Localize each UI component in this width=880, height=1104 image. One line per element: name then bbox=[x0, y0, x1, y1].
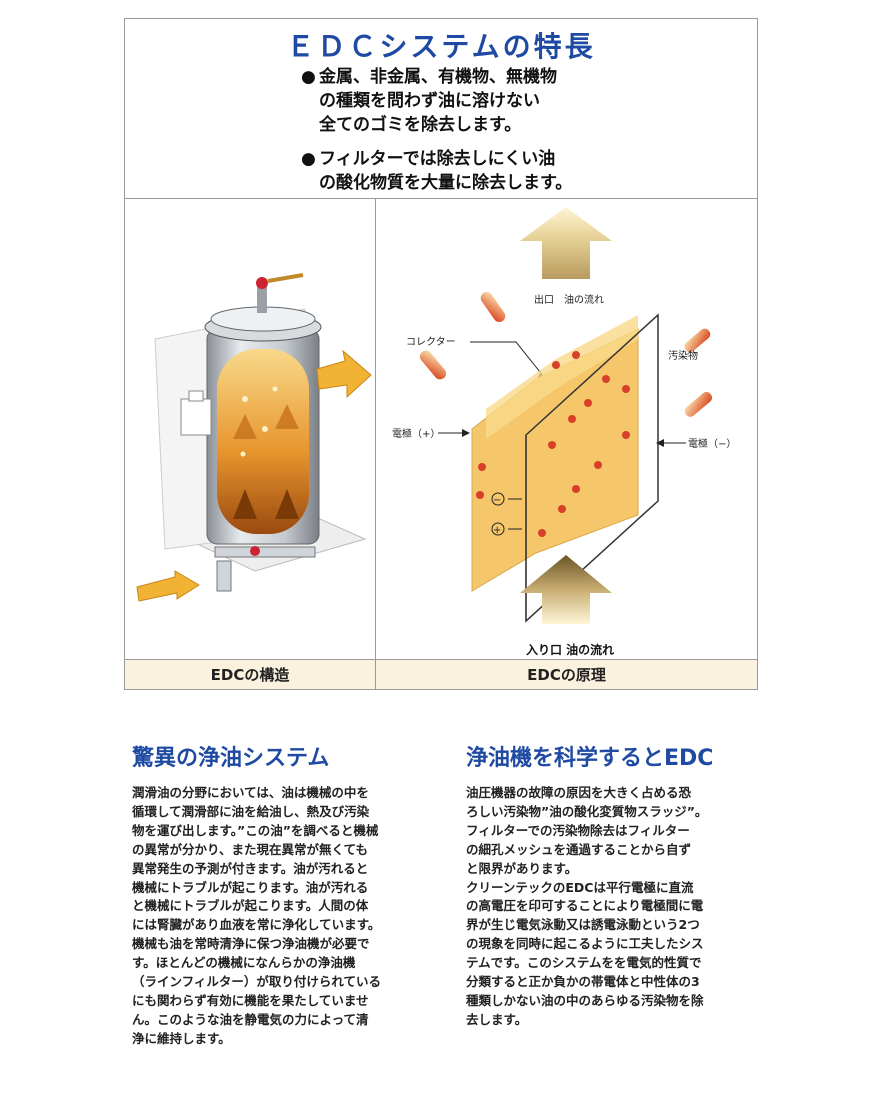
structure-panel bbox=[125, 199, 376, 659]
collector-plates bbox=[471, 315, 639, 592]
feature-bullet: ● 金属、非金属、有機物、無機物 の種類を問わず油に溶けない 全てのゴミを除去し… bbox=[301, 65, 557, 137]
caption-principle: EDCの原理 bbox=[527, 666, 606, 684]
electrode-minus-label: 電極（−） bbox=[688, 437, 736, 450]
particles bbox=[240, 386, 278, 457]
positive-charge: + bbox=[491, 522, 522, 536]
svg-text:−: − bbox=[493, 495, 501, 506]
feature-bullet: ● フィルターでは除去しにくい油 の酸化物質を大量に除去します。 bbox=[301, 147, 572, 195]
valve-icon bbox=[256, 277, 268, 289]
caption-structure: EDCの構造 bbox=[125, 660, 376, 690]
collector-label: コレクター bbox=[406, 336, 456, 348]
contaminant-streak bbox=[684, 328, 711, 353]
section-body: 潤滑油の分野においては、油は機械の中を 循環して潤滑部に油を給油し、熱及び汚染 … bbox=[132, 785, 382, 1046]
bullet-mark: ● bbox=[301, 67, 316, 87]
section-title: 驚異の浄油システム bbox=[132, 746, 330, 771]
feature-bullet-text: 金属、非金属、有機物、無機物 の種類を問わず油に溶けない 全てのゴミを除去します… bbox=[319, 67, 557, 135]
negative-charge: − bbox=[491, 492, 522, 506]
section-title: 浄油機を科学するとEDC bbox=[466, 746, 714, 771]
contaminant-label: 汚染物 bbox=[668, 349, 698, 362]
feature-box: ＥＤＣシステムの特長 ● 金属、非金属、有機物、無機物 の種類を問わず油に溶けな… bbox=[124, 18, 758, 690]
inlet-label: 入り口 油の流れ bbox=[526, 642, 614, 657]
feature-title: ＥＤＣシステムの特長 bbox=[286, 30, 596, 63]
outlet-label: 出口 油の流れ bbox=[534, 293, 604, 306]
feature-header: ＥＤＣシステムの特長 ● 金属、非金属、有機物、無機物 の種類を問わず油に溶けな… bbox=[125, 19, 757, 199]
inlet-pipe bbox=[136, 546, 316, 602]
electrode-plus-label: 電極（+） bbox=[392, 427, 440, 440]
feature-bullet-text: フィルターでは除去しにくい油 の酸化物質を大量に除去します。 bbox=[319, 149, 573, 193]
oil-arrows bbox=[233, 404, 299, 519]
edc-principle-illustration: 出口 油の流れ 汚染物 コレクター bbox=[392, 207, 736, 657]
bullet-mark: ● bbox=[301, 149, 316, 169]
inlet-flow-arrow-icon bbox=[520, 555, 612, 624]
outlet-arrow-icon bbox=[316, 349, 372, 399]
contaminant-streak bbox=[419, 350, 447, 380]
edc-structure-illustration bbox=[136, 273, 372, 602]
principle-panel: 出口 油の流れ 汚染物 コレクター bbox=[376, 199, 757, 659]
outlet-flow-arrow-icon bbox=[520, 207, 612, 279]
contaminant-streak bbox=[480, 291, 506, 323]
control-box bbox=[180, 390, 212, 436]
section-body: 油圧機器の故障の原因を大きく占める恐 ろしい汚染物”油の酸化変質物スラッジ”。 … bbox=[466, 785, 708, 1027]
inlet-arrow-icon bbox=[136, 570, 200, 602]
sludge-particles bbox=[476, 351, 630, 537]
tank-body bbox=[204, 273, 322, 545]
contaminant-streak bbox=[684, 391, 713, 417]
svg-text:+: + bbox=[493, 525, 501, 536]
caption-row: EDCの構造 EDCの原理 bbox=[125, 659, 757, 690]
